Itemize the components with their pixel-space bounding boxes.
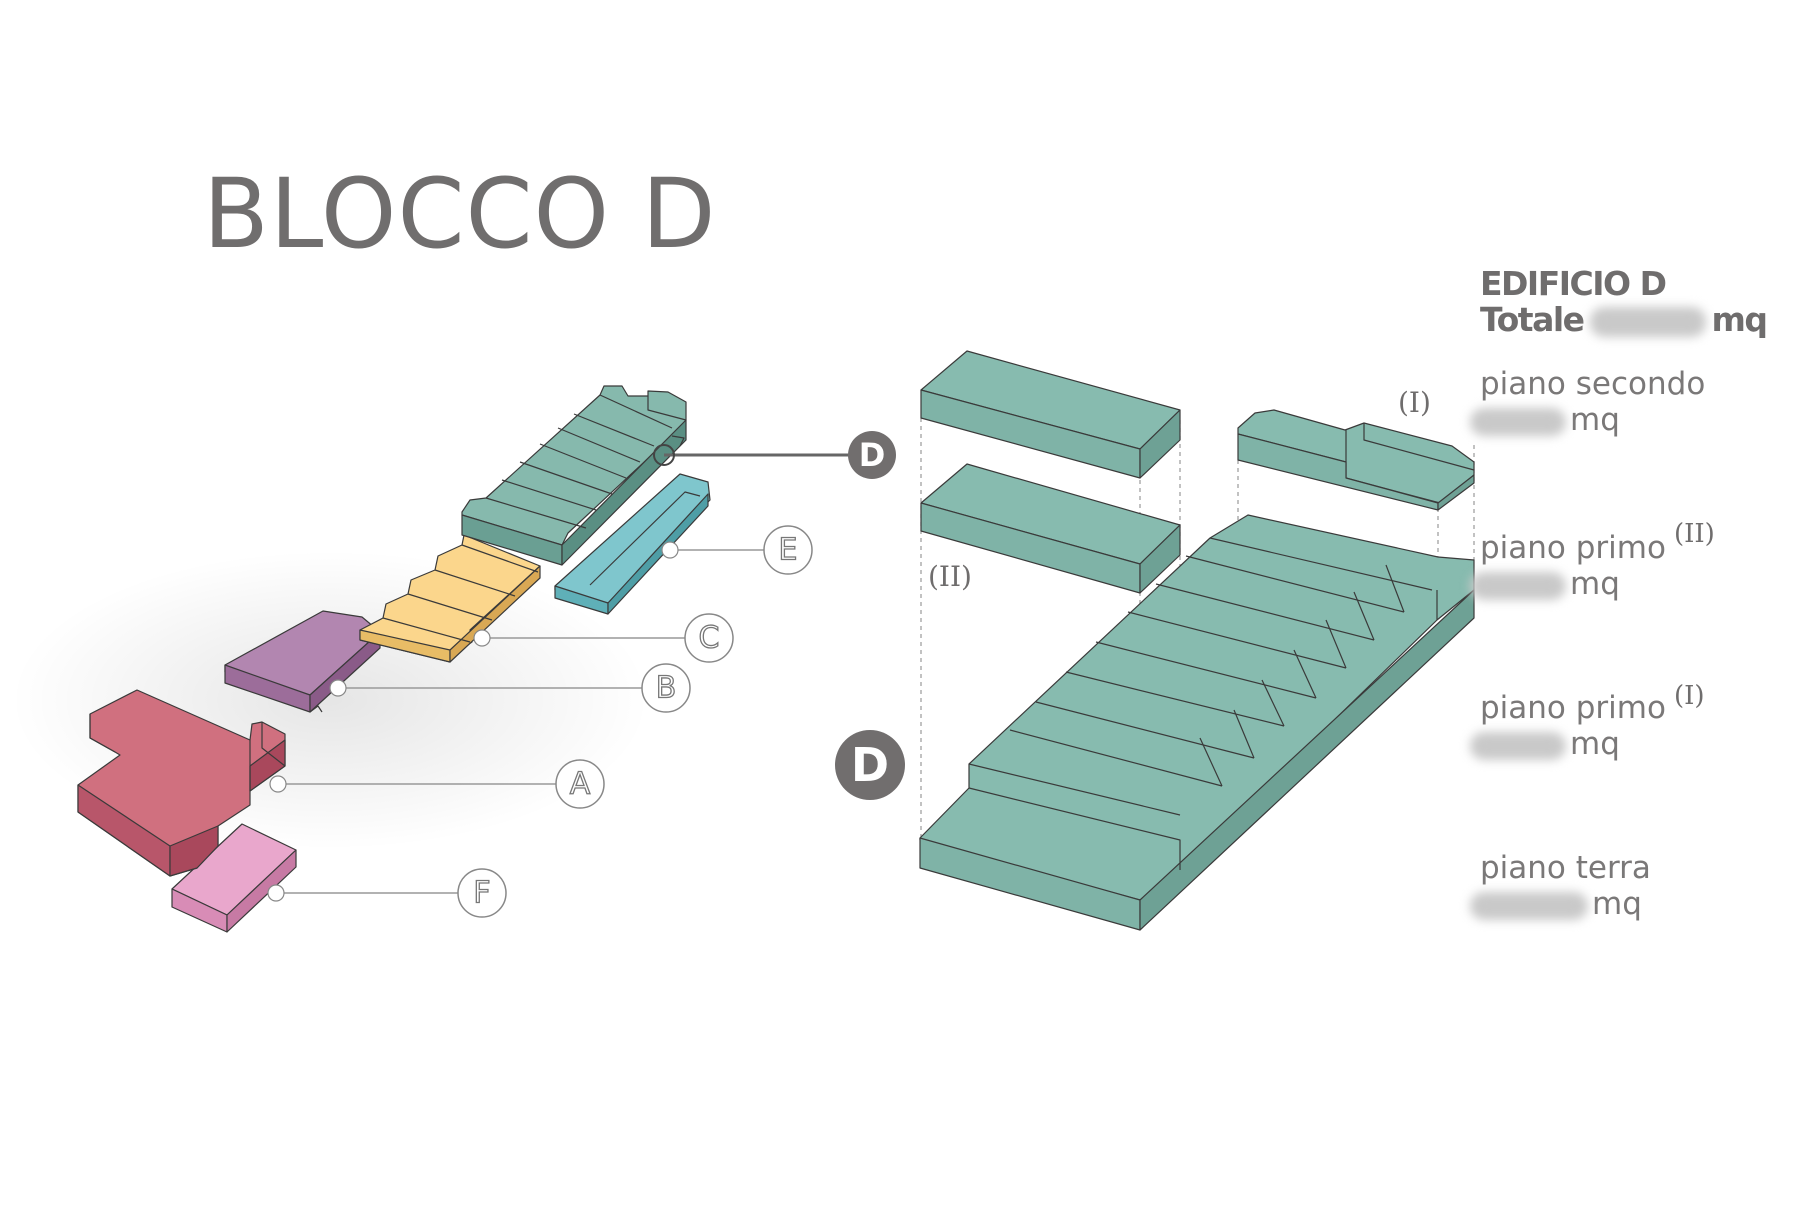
- block-f: [171, 823, 297, 933]
- roman-ii-label: (II): [928, 560, 972, 593]
- page-title: BLOCCO D: [203, 158, 717, 270]
- building-total-row: Totale mq: [1480, 300, 1769, 339]
- block-e: [554, 473, 711, 615]
- total-prefix: Totale: [1480, 300, 1585, 339]
- level-area-second: mq: [1470, 402, 1620, 438]
- callout-label-d: D: [859, 436, 886, 474]
- level-area-first-ii: mq: [1470, 566, 1620, 602]
- roman-i-label: (I): [1398, 386, 1431, 419]
- level-label-text: piano primo: [1480, 690, 1666, 726]
- block-b: [224, 610, 381, 713]
- callout-label-f: F: [473, 876, 490, 911]
- level-unit: mq: [1570, 726, 1620, 762]
- level-unit: mq: [1570, 566, 1620, 602]
- leader-anchor-f: [267, 884, 285, 902]
- slab-second-floor-left: [920, 350, 1181, 479]
- level-label-ground: piano terra: [1480, 850, 1651, 886]
- leader-anchor-a: [269, 775, 287, 793]
- leader-anchor-e: [661, 541, 679, 559]
- callout-badge-b: [641, 663, 691, 713]
- callout-badge-c: [684, 613, 734, 663]
- leader-anchor-d: [653, 444, 675, 466]
- level-label-second: piano secondo: [1480, 366, 1706, 402]
- block-c: [359, 534, 541, 663]
- level-label-first-ii: piano primo(II): [1480, 519, 1715, 568]
- callout-label-b: B: [656, 671, 677, 706]
- level-label-first-i: piano primo(I): [1480, 681, 1705, 728]
- callout-badge-d: [848, 431, 896, 479]
- total-unit: mq: [1711, 300, 1769, 339]
- level-sup: (II): [1673, 519, 1715, 549]
- slab-second-floor-right: [1237, 409, 1475, 511]
- level-unit: mq: [1592, 886, 1642, 922]
- level-unit: mq: [1570, 402, 1620, 438]
- callout-label-e: E: [779, 533, 798, 568]
- redacted-value: [1589, 306, 1706, 337]
- level-area-first-i: mq: [1470, 726, 1620, 762]
- callout-badge-e: [763, 525, 813, 575]
- callout-badge-a: [555, 759, 605, 809]
- level-area-ground: mq: [1470, 886, 1642, 922]
- redacted-value: [1470, 731, 1566, 760]
- leader-anchor-c: [473, 629, 491, 647]
- callout-label-c: C: [699, 621, 720, 656]
- leader-anchor-b: [329, 679, 347, 697]
- redacted-value: [1470, 891, 1588, 920]
- detail-label-d: D: [851, 738, 889, 792]
- slab-ground-and-first-floor: [919, 514, 1475, 931]
- level-label-text: piano primo: [1480, 530, 1666, 566]
- callout-badge-f: [457, 868, 507, 918]
- slab-first-floor-ii-left: [920, 463, 1181, 594]
- callout-label-a: A: [570, 767, 591, 802]
- block-a: [77, 689, 286, 877]
- detail-badge-d: [835, 730, 905, 800]
- level-sup: (I): [1673, 681, 1705, 711]
- redacted-value: [1470, 571, 1566, 600]
- building-name: EDIFICIO D: [1480, 264, 1667, 303]
- redacted-value: [1470, 407, 1566, 436]
